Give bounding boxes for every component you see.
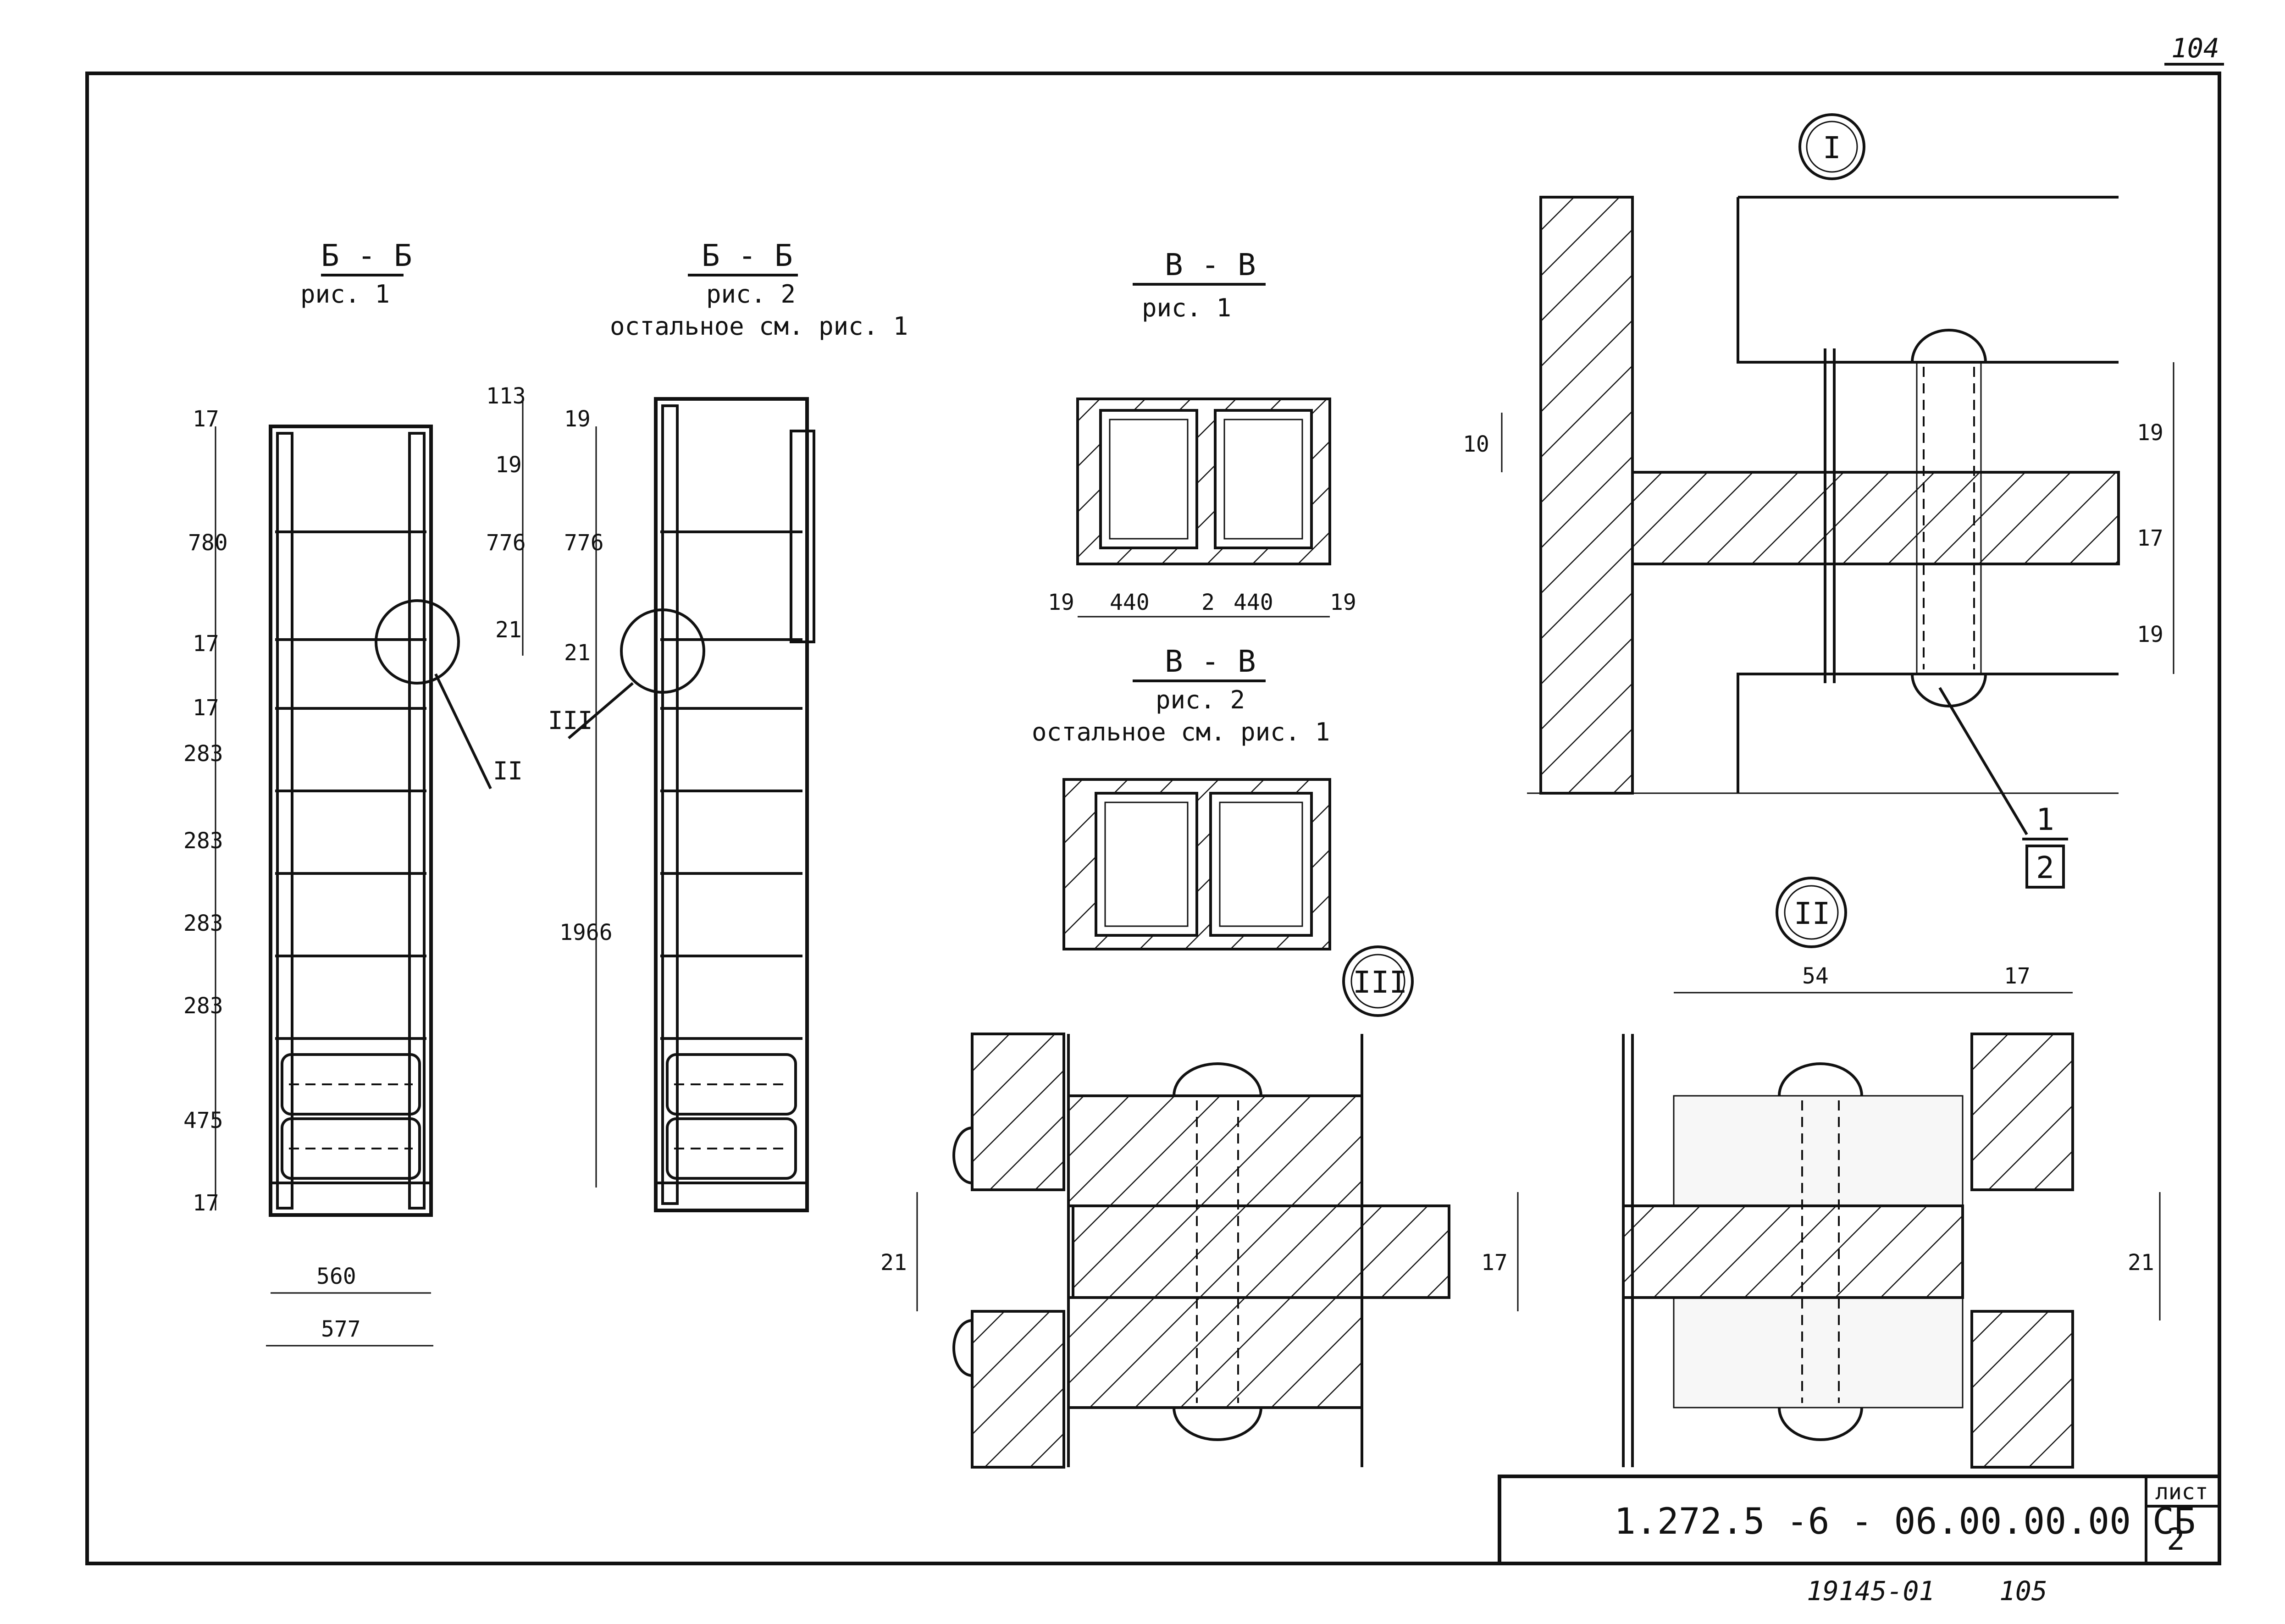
leader-num: 1	[2036, 802, 2054, 837]
d2-dim-1: 17	[2004, 963, 2030, 989]
detail-III: III 21 17	[880, 945, 1519, 1469]
d1-dim-0: 10	[1463, 431, 1489, 457]
title-stamp: 1.272.5 -6 - 06.00.00.00 СБ лист 2	[1498, 1475, 2221, 1565]
section-vv-fig1: В - В рис. 1 19 440 2 440 19	[1048, 247, 1356, 618]
bb1-callout-II: II	[493, 757, 523, 785]
bb1-rdim-0: 113	[486, 383, 526, 409]
d2-dim-2: 21	[2128, 1250, 2154, 1276]
bb1-dim-10: 283	[183, 993, 223, 1019]
vv2-title: В - В	[1165, 644, 1256, 679]
vv1-dim-4: 19	[1330, 590, 1356, 615]
bb1-width-outer: 577	[321, 1316, 361, 1342]
stamp-sheet-label: лист	[2155, 1479, 2208, 1505]
vv1-dim-2: 2	[1201, 590, 1215, 615]
d2-dim-0: 54	[1802, 963, 1829, 989]
d3-dim-0: 21	[880, 1250, 907, 1276]
detail-III-label: III	[1353, 965, 1407, 1000]
bb1-rdim-2: 776	[486, 530, 526, 556]
vv1-dim-3: 440	[1234, 590, 1273, 615]
bb2-title: Б - Б	[702, 238, 793, 273]
vv1-dim-0: 19	[1048, 590, 1074, 615]
bb1-dim-3: 17	[193, 695, 219, 721]
bb2-dim-1: 776	[564, 530, 604, 556]
bb2-dim-0: 19	[564, 406, 591, 432]
bb1-dim-1: 780	[188, 530, 228, 556]
detail-II: II 54 17 21	[1622, 877, 2161, 1469]
bb1-dim-6: 283	[183, 828, 223, 854]
section-bb-fig1: Б - Б рис. 1 II 17 780 17 17 283 283 283…	[183, 238, 526, 1347]
sheet-frame	[85, 72, 2221, 1565]
detail-I-label: I	[1823, 130, 1841, 166]
d3-dim-1: 17	[1481, 1250, 1508, 1276]
bb2-dim-2: 21	[564, 640, 591, 666]
stamp-code: 1.272.5 -6 - 06.00.00.00 СБ	[1614, 1501, 2196, 1542]
d1-dim-3: 19	[2137, 622, 2163, 647]
detail-II-label: II	[1794, 896, 1830, 931]
vv1-title: В - В	[1165, 247, 1256, 282]
vv1-dim-1: 440	[1110, 590, 1150, 615]
bb1-dim-8: 283	[183, 911, 223, 936]
bb1-dim-12: 475	[183, 1108, 223, 1133]
d1-dim-1: 19	[2137, 420, 2163, 446]
bb2-callout-III: III	[548, 706, 593, 735]
bb1-dim-2: 17	[193, 631, 219, 657]
bb2-dim-3: 1966	[559, 920, 613, 945]
section-vv-fig2: В - В рис. 2 остальное см. рис. 1	[1032, 644, 1331, 950]
sheet-number-top: 104	[2171, 33, 2219, 64]
vv2-note: остальное см. рис. 1	[1032, 718, 1330, 746]
bb1-dim-13: 17	[193, 1190, 219, 1216]
vv1-sub: рис. 1	[1142, 293, 1231, 322]
bb2-note: остальное см. рис. 1	[610, 312, 908, 341]
bb1-title: Б - Б	[321, 238, 412, 273]
section-bb-fig2: Б - Б рис. 2 остальное см. рис. 1 III 19…	[548, 238, 908, 1212]
bb1-width-inner: 560	[316, 1264, 356, 1289]
bb1-rdim-3: 21	[495, 617, 522, 643]
leader-den: 2	[2036, 850, 2054, 885]
bb1-dim-0: 17	[193, 406, 219, 432]
stamp-sheet-number: 2	[2167, 1522, 2185, 1557]
bb1-dim-4: 283	[183, 741, 223, 767]
bb2-sub: рис. 2	[706, 280, 796, 309]
vv2-sub: рис. 2	[1156, 685, 1245, 714]
bb1-rdim-1: 19	[495, 452, 522, 478]
footer-inventory: 19145-01	[1807, 1575, 1935, 1607]
footer-page: 105	[1999, 1575, 2047, 1607]
d1-dim-2: 17	[2137, 525, 2163, 551]
bb1-sub: рис. 1	[300, 280, 390, 309]
detail-I: I 10 19 17 19 1 2	[1463, 113, 2174, 889]
